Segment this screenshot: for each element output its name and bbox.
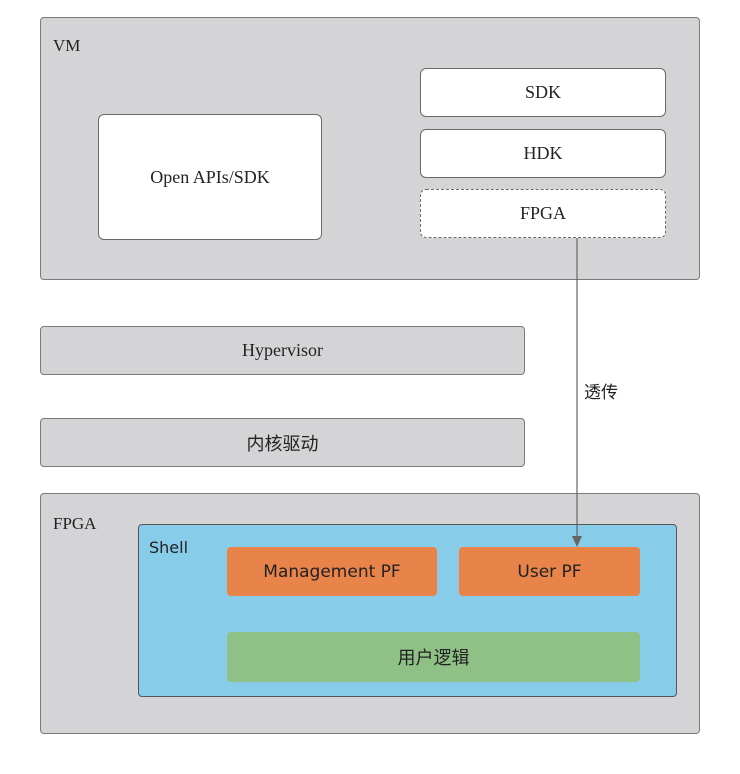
fpga-host-label: FPGA	[53, 514, 97, 533]
user-pf-box: User PF	[459, 547, 640, 596]
open-apis-sdk-box: Open APIs/SDK	[98, 114, 322, 240]
management-pf-box: Management PF	[227, 547, 437, 596]
user-logic-box: 用户逻辑	[227, 632, 640, 682]
vm-fpga-box: FPGA	[420, 189, 666, 238]
vm-container: VM Open APIs/SDK SDK HDK FPGA	[40, 17, 700, 280]
fpga-host-container: FPGA Shell Management PF User PF 用户逻辑	[40, 493, 700, 734]
shell-label: Shell	[149, 538, 189, 557]
vm-label: VM	[53, 36, 81, 55]
hypervisor-box: Hypervisor	[40, 326, 525, 375]
kernel-driver-box: 内核驱动	[40, 418, 525, 467]
passthrough-label: 透传	[584, 383, 618, 403]
sdk-box: SDK	[420, 68, 666, 117]
hdk-box: HDK	[420, 129, 666, 178]
shell-container: Shell Management PF User PF 用户逻辑	[138, 524, 677, 697]
